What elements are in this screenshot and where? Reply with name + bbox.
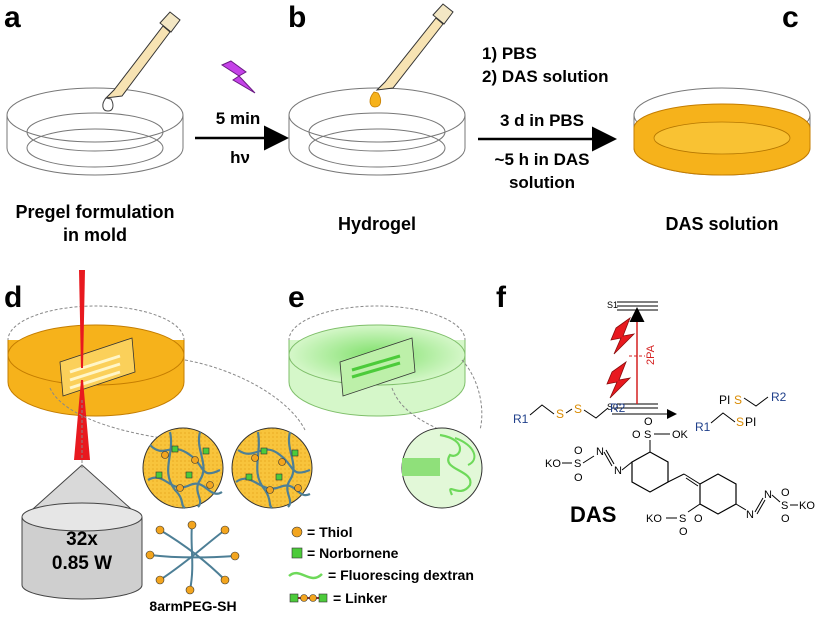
svg-text:R1: R1 [513,412,529,426]
legend-norbornene: = Norbornene [307,545,399,561]
step-ab-light: hν [230,148,250,167]
svg-text:KO: KO [799,500,815,512]
svg-text:S: S [574,402,582,416]
svg-text:PI: PI [719,393,730,407]
objective-mag: 32x [66,529,98,550]
zoom-line-d2 [184,359,306,431]
step-bc-above-2: 2) DAS solution [482,67,609,86]
svg-text:KO: KO [545,458,561,470]
panel-letter-a: a [4,1,21,34]
das-structure: KO S O O N N S O O OK S O O KO N N S O [545,416,815,538]
svg-text:S: S [556,407,564,421]
objective-power: 0.85 W [52,553,112,574]
svg-text:S: S [679,513,686,525]
hydrogel-block [59,337,136,397]
mold-dish-b [288,87,466,176]
product-1: PI S R2 [719,390,787,407]
caption-b: Hydrogel [338,214,416,234]
photon-bolt-1 [610,316,636,355]
label-s1: S1 [607,300,618,310]
step-ab-time: 5 min [216,109,260,128]
svg-text:R1: R1 [695,420,711,434]
caption-a-line2: in mold [63,225,127,245]
svg-text:N: N [746,509,754,521]
network-circle-before [142,427,224,509]
network-circle-after [231,427,313,509]
svg-text:O: O [694,513,703,525]
dextran-circle [401,427,483,509]
step-bc-below-2: ~5 h in DAS [495,150,590,169]
legend-linker: = Linker [333,590,388,606]
dish-e [288,305,466,417]
legend-dextran-icon [288,571,323,580]
svg-text:PI: PI [745,415,756,429]
svg-text:KO: KO [646,513,662,525]
caption-c: DAS solution [666,214,779,234]
das-label: DAS [570,502,616,527]
svg-text:OK: OK [672,429,689,441]
svg-text:N: N [596,446,604,458]
svg-text:S: S [574,458,581,470]
energy-diagram: S1 S0 2PA [606,300,677,419]
svg-text:O: O [679,526,688,538]
panel-letter-d: d [4,281,22,314]
svg-text:S: S [734,393,742,407]
caption-a-line1: Pregel formulation [15,202,174,222]
legend-thiol-icon [291,526,303,538]
zoom-line-e1 [391,387,441,431]
svg-text:O: O [781,513,790,525]
legend-thiol: = Thiol [307,524,353,540]
panel-letter-b: b [288,1,306,34]
mold-dish-a [6,87,184,176]
hydrogel-block-e [339,337,416,397]
label-s0: S0 [607,402,618,412]
svg-text:R2: R2 [610,401,626,415]
svg-text:R2: R2 [771,390,787,404]
dish-d [7,305,185,417]
legend-dextran: = Fluorescing dextran [328,567,474,583]
droplet-clear [102,97,114,112]
photon-bolt-2 [606,360,632,399]
svg-text:O: O [574,445,583,457]
lightning-icon [220,60,256,94]
svg-text:O: O [632,429,641,441]
svg-text:O: O [781,487,790,499]
svg-text:S: S [781,500,788,512]
legend: = Thiol = Norbornene = Fluorescing dextr… [288,524,474,606]
svg-text:N: N [614,465,622,477]
legend-linker-icon [289,593,328,603]
zoom-line-e2 [461,359,483,431]
disulfide-reactant: R1 S S R2 [513,401,626,426]
panel-letter-e: e [288,281,305,314]
step-bc-above-1: 1) PBS [482,44,537,63]
svg-text:S: S [644,429,651,441]
pipette-a [102,11,181,112]
svg-text:O: O [644,416,653,428]
step-bc-below-3: solution [509,173,575,192]
label-2pa: 2PA [645,344,657,365]
step-bc-below-1: 3 d in PBS [500,111,584,130]
panel-letter-f: f [496,281,507,314]
svg-text:O: O [574,472,583,484]
laser-beam-top [79,270,85,368]
droplet-orange [369,91,382,108]
peg-molecule-icon [145,520,240,595]
pipette-b [369,3,454,108]
panel-letter-c: c [782,1,799,34]
svg-text:S: S [736,415,744,429]
objective-lens [21,464,143,600]
legend-norbornene-icon [291,547,303,559]
svg-text:N: N [764,489,772,501]
label-8armpeg: 8armPEG-SH [149,598,236,614]
mold-dish-c [633,87,811,176]
product-2: R1 S PI [695,412,756,434]
